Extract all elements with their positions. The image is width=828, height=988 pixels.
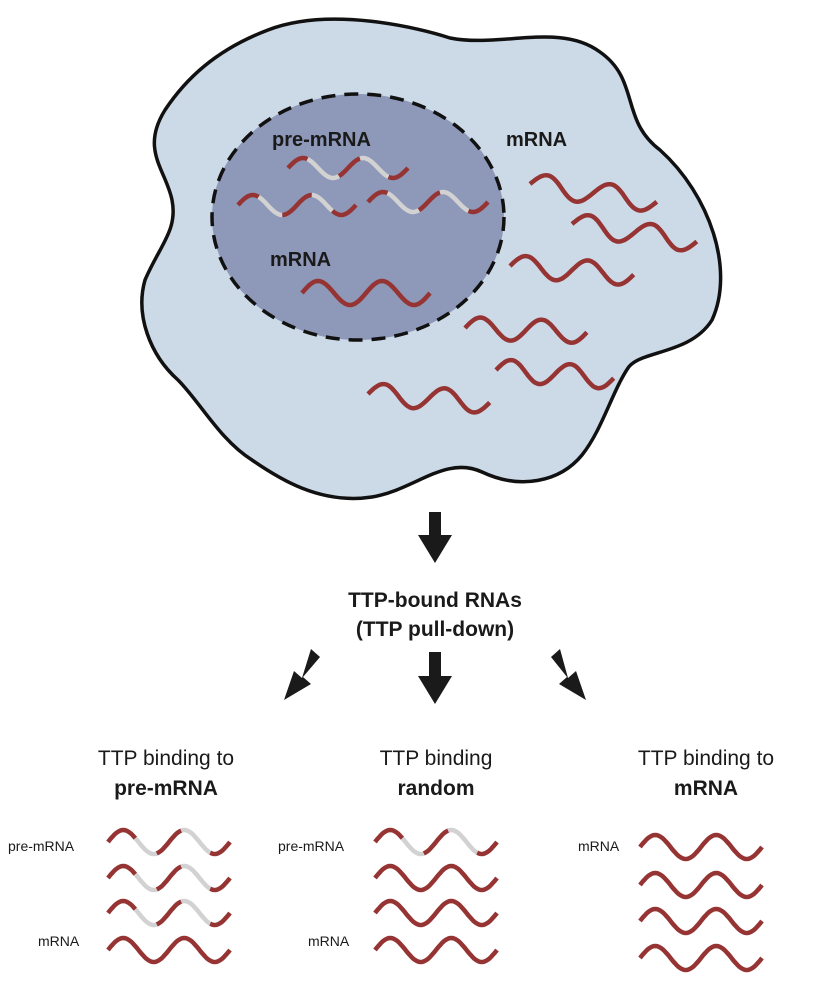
exon-segment xyxy=(106,898,138,915)
outcome2-title-line1: TTP binding xyxy=(380,747,493,770)
exon-segment xyxy=(570,212,699,253)
exon-segment xyxy=(337,156,361,178)
nucleus-premrna-strand xyxy=(366,189,490,215)
nucleus-mrna-label: mRNA xyxy=(270,249,331,271)
exon-segment xyxy=(638,870,764,900)
exon-segment xyxy=(494,357,616,391)
exon-segment xyxy=(373,898,499,928)
intron-segment xyxy=(400,836,425,857)
exon-segment xyxy=(155,899,183,927)
exon-segment xyxy=(106,863,138,880)
intron-segment xyxy=(439,189,470,213)
outcome3-mrna-strand xyxy=(638,906,764,936)
cytoplasm-mrna-strand xyxy=(366,381,492,415)
outcome1-premrna-strand xyxy=(106,898,232,928)
exon-segment xyxy=(236,192,260,207)
center-title-line2: (TTP pull-down) xyxy=(356,618,514,641)
exon-segment xyxy=(209,840,232,857)
outcome1-title-line2: pre-mRNA xyxy=(114,777,218,800)
exon-segment xyxy=(373,863,499,893)
exon-segment xyxy=(638,906,764,936)
cytoplasm-mrna-strand xyxy=(508,253,636,287)
exon-segment xyxy=(300,278,432,308)
exon-segment xyxy=(155,864,183,892)
outcome2-premrna-label: pre-mRNA xyxy=(278,838,345,854)
rna-strands xyxy=(106,155,764,973)
exon-segment xyxy=(209,876,232,893)
exon-segment xyxy=(106,935,232,965)
cytoplasm-mrna-strand xyxy=(463,315,589,345)
cytoplasm-mrna-label: mRNA xyxy=(506,129,567,151)
intron-segment xyxy=(180,898,212,926)
intron-segment xyxy=(359,155,390,179)
middle-branch-arrow xyxy=(418,652,452,704)
exon-segment xyxy=(417,190,441,212)
intron-segment xyxy=(180,863,212,891)
exon-segment xyxy=(366,189,389,204)
outcome1-mrna-strand xyxy=(106,935,232,965)
exon-segment xyxy=(373,935,499,965)
outcome2-mrna-strand xyxy=(373,898,499,928)
exon-segment xyxy=(422,828,450,856)
nucleus xyxy=(210,92,506,342)
exon-segment xyxy=(463,315,589,345)
outcome3-title-line1: TTP binding to xyxy=(638,747,774,770)
cytoplasm-mrna-strand xyxy=(528,172,659,213)
exon-segment xyxy=(155,828,183,856)
intron-segment xyxy=(306,157,341,181)
outcome1-mrna-label: mRNA xyxy=(38,933,80,949)
exon-segment xyxy=(286,155,309,170)
nucleus-premrna-label: pre-mRNA xyxy=(272,129,371,151)
cytoplasm-mrna-strand xyxy=(570,212,699,253)
intron-segment xyxy=(133,907,158,928)
exon-segment xyxy=(508,253,636,287)
outcome2-title-line2: random xyxy=(397,777,474,800)
outcome2-mrna-strand xyxy=(373,863,499,893)
outcome2-premrna-strand xyxy=(373,827,499,857)
main-down-arrow xyxy=(418,512,452,563)
exon-segment xyxy=(106,827,138,844)
outcome1-premrna-strand xyxy=(106,863,232,893)
center-title-line1: TTP-bound RNAs xyxy=(348,589,522,612)
outcome1-premrna-strand xyxy=(106,827,232,857)
exon-segment xyxy=(528,172,659,213)
exon-segment xyxy=(387,166,410,181)
exon-segment xyxy=(476,840,499,857)
outcome3-mrna-strand xyxy=(638,870,764,900)
intron-segment xyxy=(257,195,283,218)
exon-segment xyxy=(467,200,490,215)
outcome3-title-line2: mRNA xyxy=(674,777,738,800)
exon-segment xyxy=(373,827,405,844)
nucleus-premrna-strand xyxy=(236,192,358,218)
exon-segment xyxy=(638,832,764,862)
left-branch-arrow xyxy=(284,649,320,700)
intron-segment xyxy=(447,827,479,855)
exon-segment xyxy=(330,203,358,218)
exon-segment xyxy=(366,381,492,415)
intron-segment xyxy=(311,192,334,213)
nucleus-mrna-strand xyxy=(300,278,432,308)
intron-segment xyxy=(386,191,421,215)
nucleus-premrna-strand xyxy=(286,155,410,181)
right-branch-arrow xyxy=(551,649,586,700)
outcome3-mrna-strand xyxy=(638,943,764,973)
intron-segment xyxy=(133,872,158,893)
outcome2-mrna-strand xyxy=(373,935,499,965)
outcome3-mrna-label: mRNA xyxy=(578,838,620,854)
outcome2-mrna-label: mRNA xyxy=(308,933,350,949)
outcome3-mrna-strand xyxy=(638,832,764,862)
exon-segment xyxy=(282,192,312,218)
intron-segment xyxy=(180,827,212,855)
exon-segment xyxy=(209,911,232,928)
cytoplasm-mrna-strand xyxy=(494,357,616,391)
intron-segment xyxy=(133,836,158,857)
exon-segment xyxy=(638,943,764,973)
outcome1-title-line1: TTP binding to xyxy=(98,747,234,770)
outcome1-premrna-label: pre-mRNA xyxy=(8,838,75,854)
